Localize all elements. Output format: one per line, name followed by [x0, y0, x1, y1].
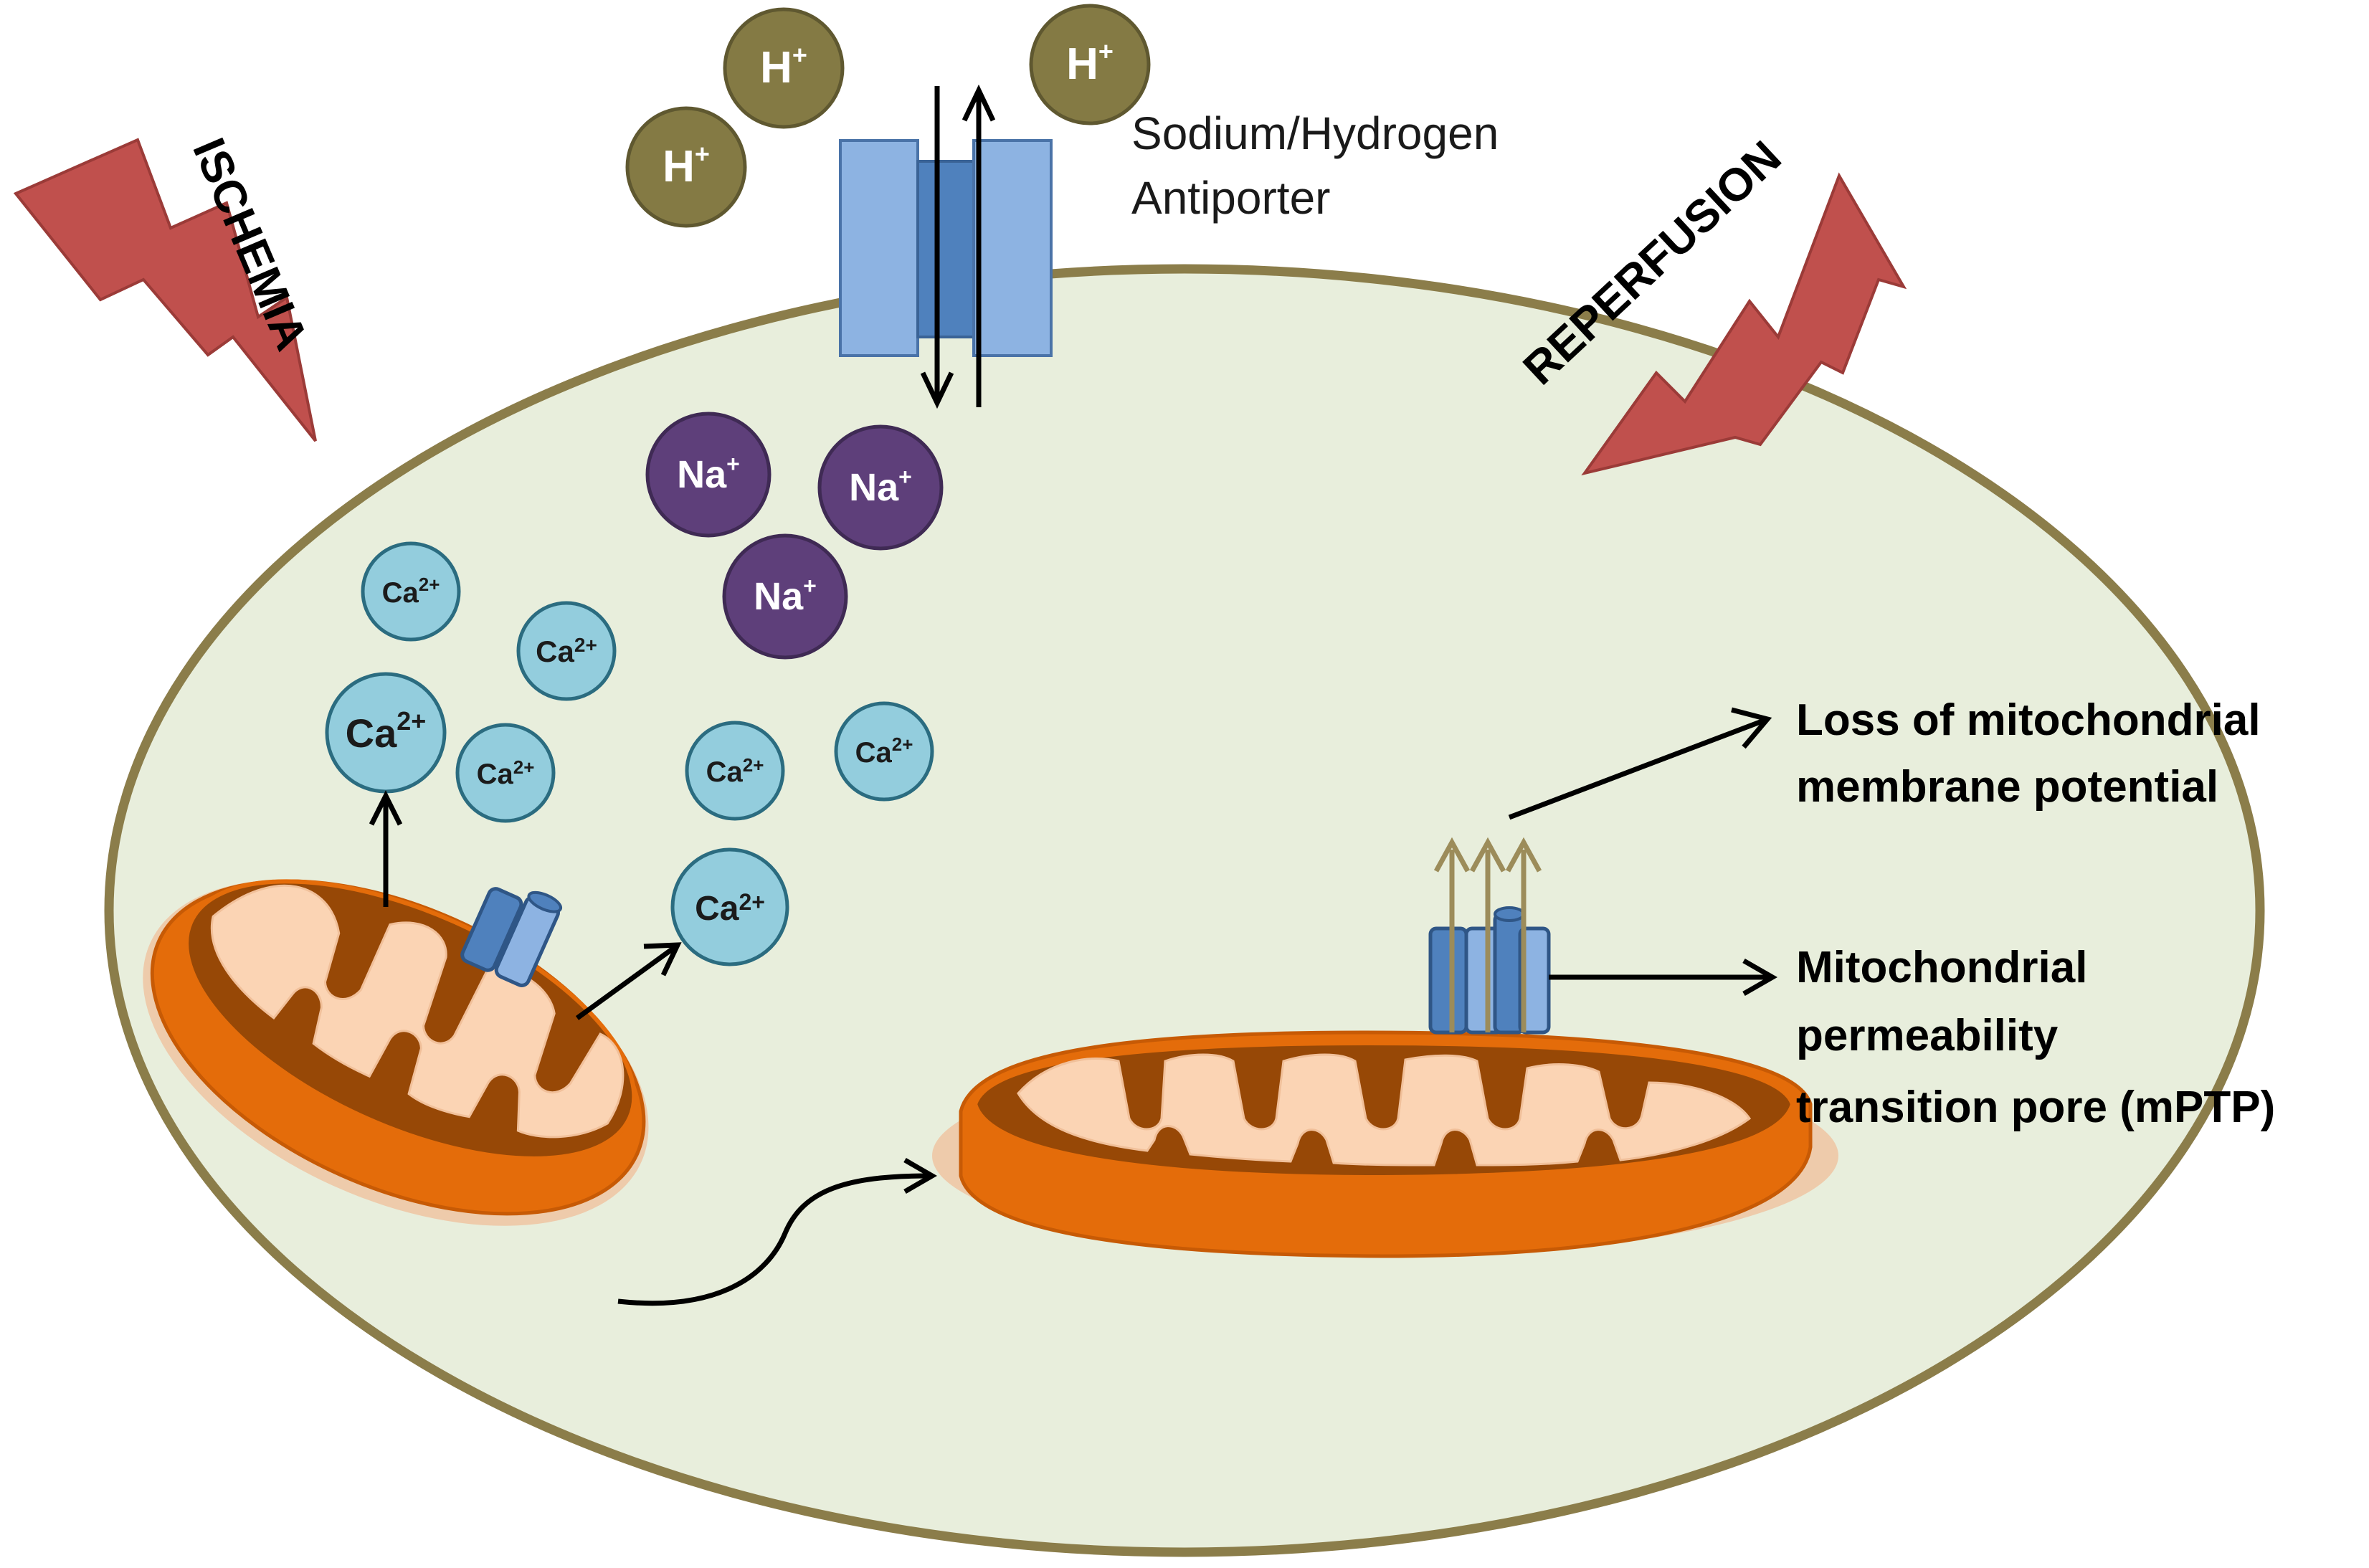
sodium-hydrogen-antiporter — [839, 84, 1053, 409]
mptp-label-line3: transition pore (mPTP) — [1796, 1083, 2275, 1132]
antiporter-right-block — [972, 139, 1053, 357]
svg-text:Na+: Na+ — [849, 464, 912, 509]
mptp-label-line2: permeability — [1796, 1011, 2059, 1060]
ischemia-lightning-icon — [13, 138, 317, 442]
antiporter-center-block — [916, 160, 975, 338]
mitochondrion-left-cristae — [211, 884, 625, 1139]
svg-text:Na+: Na+ — [754, 573, 817, 618]
mptp-pore-icon — [1428, 906, 1551, 1035]
mitochondrion-right-cristae — [1017, 1053, 1752, 1167]
svg-text:Na+: Na+ — [677, 451, 740, 496]
calcium-ion: Ca2+ — [834, 701, 934, 802]
hydrogen-ion: H+ — [1029, 4, 1151, 125]
cell-body — [104, 264, 2265, 1557]
svg-text:H+: H+ — [760, 40, 807, 92]
progression-arrow — [617, 1157, 937, 1306]
svg-text:Ca2+: Ca2+ — [346, 706, 427, 756]
svg-text:H+: H+ — [1066, 37, 1114, 89]
sodium-ion: Na+ — [645, 412, 772, 538]
svg-text:H+: H+ — [663, 139, 710, 191]
calcium-ion: Ca2+ — [685, 721, 785, 821]
svg-text:Ca2+: Ca2+ — [706, 754, 764, 788]
hydrogen-ion: H+ — [625, 106, 747, 228]
calcium-ion: Ca2+ — [670, 847, 789, 966]
calcium-ion: Ca2+ — [455, 723, 556, 823]
loss-potential-label-line1: Loss of mitochondrial — [1796, 695, 2261, 745]
svg-text:Ca2+: Ca2+ — [382, 574, 440, 609]
hydrogen-ion: H+ — [723, 7, 845, 129]
antiporter-label-line2: Antiporter — [1131, 172, 1330, 224]
svg-text:Ca2+: Ca2+ — [477, 756, 535, 790]
calcium-ion: Ca2+ — [325, 672, 447, 794]
svg-text:Ca2+: Ca2+ — [536, 634, 597, 668]
antiporter-label-line1: Sodium/Hydrogen — [1131, 108, 1499, 159]
mptp-label-line1: Mitochondrial — [1796, 943, 2087, 992]
mptp-label-arrow — [1549, 958, 1778, 997]
calcium-ion: Ca2+ — [516, 601, 617, 701]
sodium-ion: Na+ — [722, 533, 848, 660]
svg-text:Ca2+: Ca2+ — [695, 889, 765, 928]
svg-text:Ca2+: Ca2+ — [855, 733, 913, 769]
calcium-release-arrow — [369, 790, 403, 907]
antiporter-left-block — [839, 139, 919, 357]
calcium-release-arrow — [575, 942, 682, 1020]
loss-potential-label-line2: membrane potential — [1796, 762, 2218, 812]
loss-potential-arrow — [1508, 707, 1772, 820]
left-mitochondrion-pore-icon — [460, 887, 563, 987]
sodium-ion: Na+ — [817, 424, 944, 551]
calcium-ion: Ca2+ — [361, 541, 461, 642]
reperfusion-lightning-icon — [1581, 172, 1907, 476]
mitochondrion-right — [932, 1030, 1838, 1258]
mptp-efflux-arrows — [1433, 837, 1542, 1032]
